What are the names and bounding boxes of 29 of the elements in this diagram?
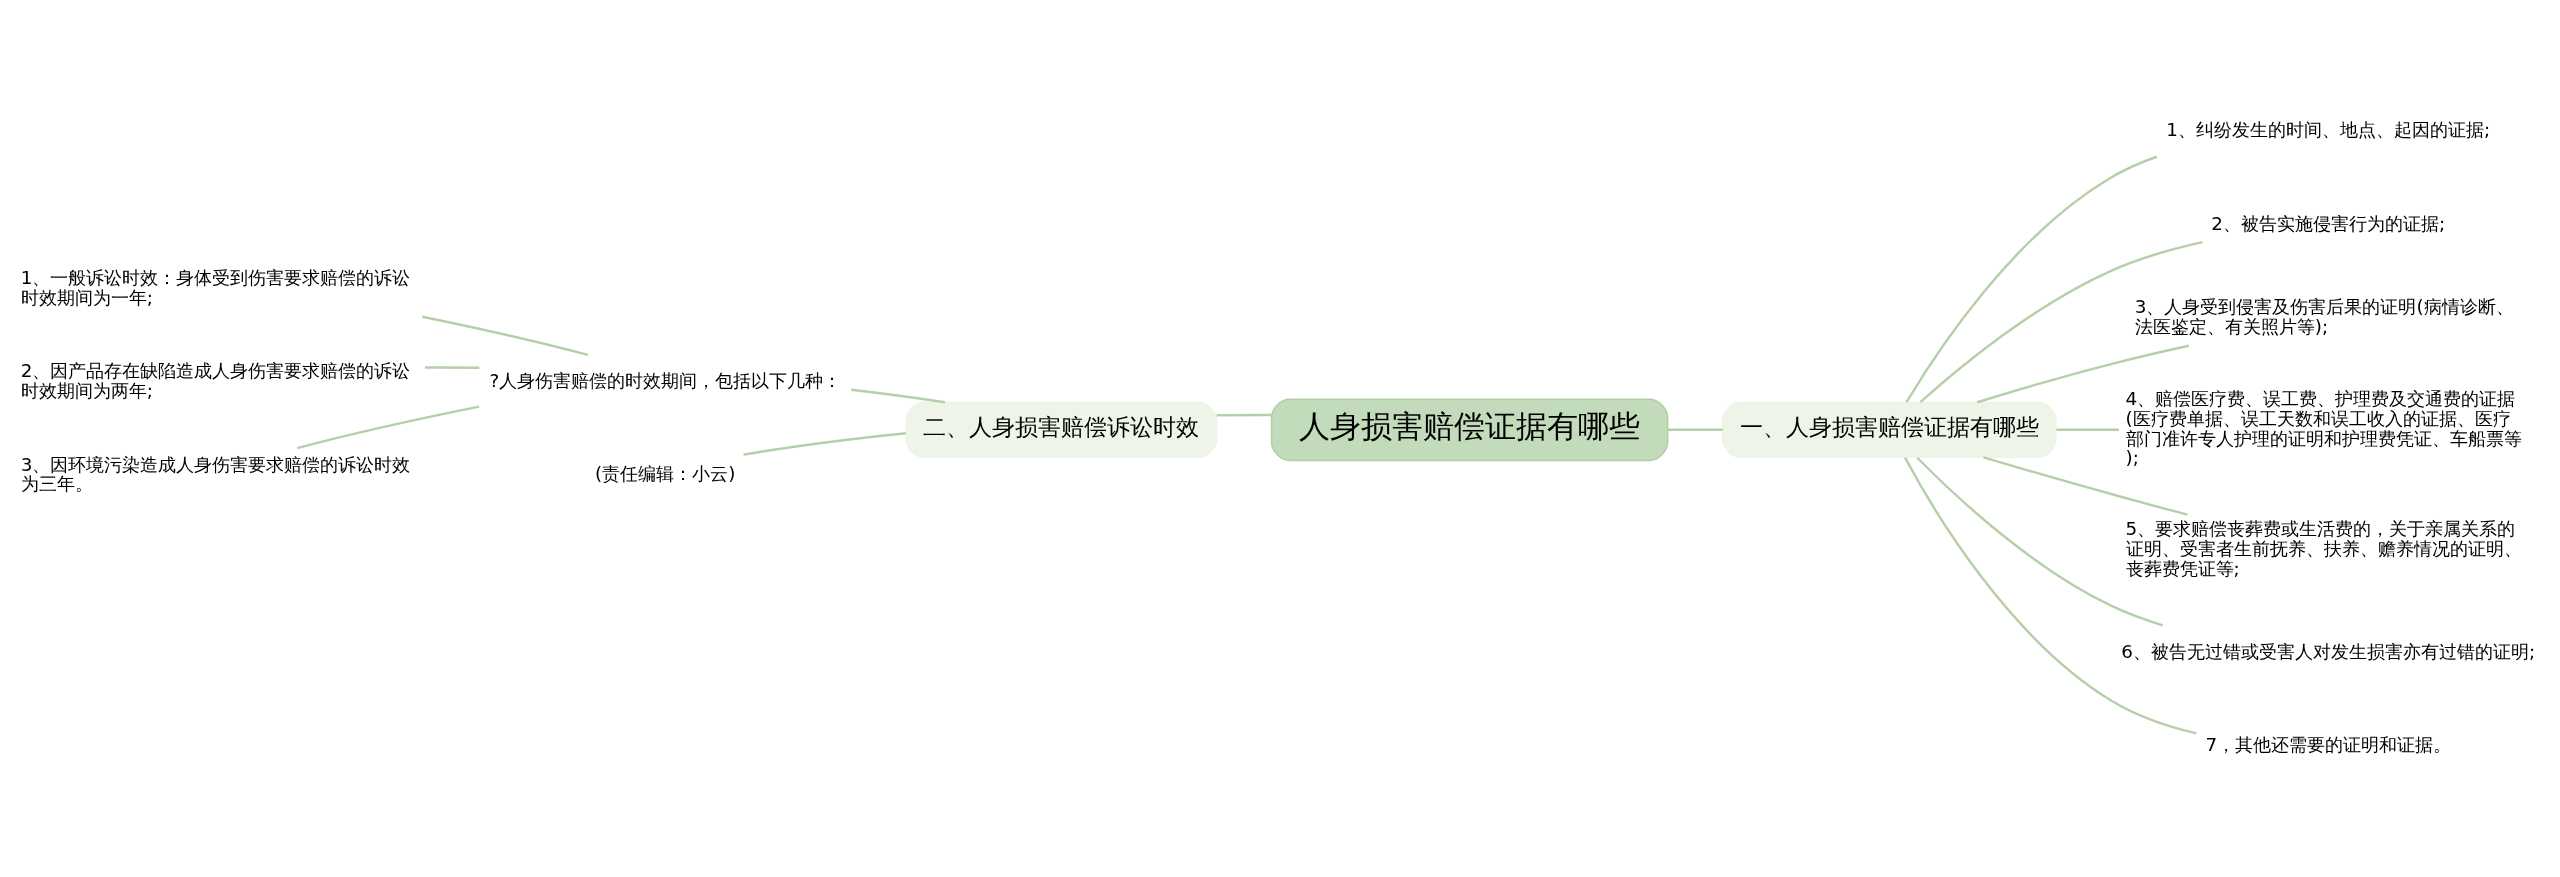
node-box: 人身损害赔偿证据有哪些 [1270, 397, 1669, 461]
node-text: 5、要求赔偿丧葬费或生活费的，关于亲属关系的证明、受害者生前抚养、扶养、赡养情况的证明、丧葬费凭证等; [2125, 517, 2522, 579]
node-text: 1、纠纷发生的时间、地点、起因的证据; [2166, 118, 2491, 140]
node-text: 1、一般诉讼时效：身体受到伤害要求赔偿的诉讼时效期间为一年; [20, 266, 411, 308]
connector [422, 315, 589, 356]
node-text: 2、被告实施侵害行为的证据; [2211, 212, 2446, 234]
connector [1919, 240, 2203, 403]
node-text: (责任编辑：小云) [595, 462, 736, 484]
node-text: 7，其他还需要的证明和证据。 [2205, 733, 2452, 755]
connector [1983, 455, 2188, 516]
connector [1976, 344, 2190, 403]
connector [1903, 456, 2197, 735]
node-box: 一、人身损害赔偿证据有哪些 [1721, 401, 2057, 458]
node-text: ?人身伤害赔偿的时效期间，包括以下几种： [489, 369, 842, 391]
node-text: 6、被告无过错或受害人对发生损害亦有过错的证明; [2121, 640, 2536, 662]
connector [2056, 428, 2119, 431]
node-text: 3、人身受到侵害及伤害后果的证明(病情诊断、法医鉴定、有关照片等); [2134, 295, 2514, 337]
connector [1916, 456, 2164, 627]
connector [1905, 155, 2158, 403]
connector [296, 404, 480, 449]
node-text: 3、因环境污染造成人身伤害要求赔偿的诉讼时效为三年。 [20, 453, 411, 494]
node-box: 二、人身损害赔偿诉讼时效 [905, 401, 1218, 458]
connector [1216, 413, 1272, 417]
node-text: 4、赔偿医疗费、误工费、护理费及交通费的证据(医疗费单据、误工天数和误工收入的证据、医疗部门准许专人护理的证明和护理费凭证、车船票等); [2125, 387, 2522, 468]
connector [743, 431, 907, 456]
connector [424, 365, 480, 369]
connector [851, 388, 945, 403]
connector [1667, 428, 1723, 431]
node-text: 2、因产品存在缺陷造成人身伤害要求赔偿的诉讼时效期间为两年; [20, 359, 411, 401]
